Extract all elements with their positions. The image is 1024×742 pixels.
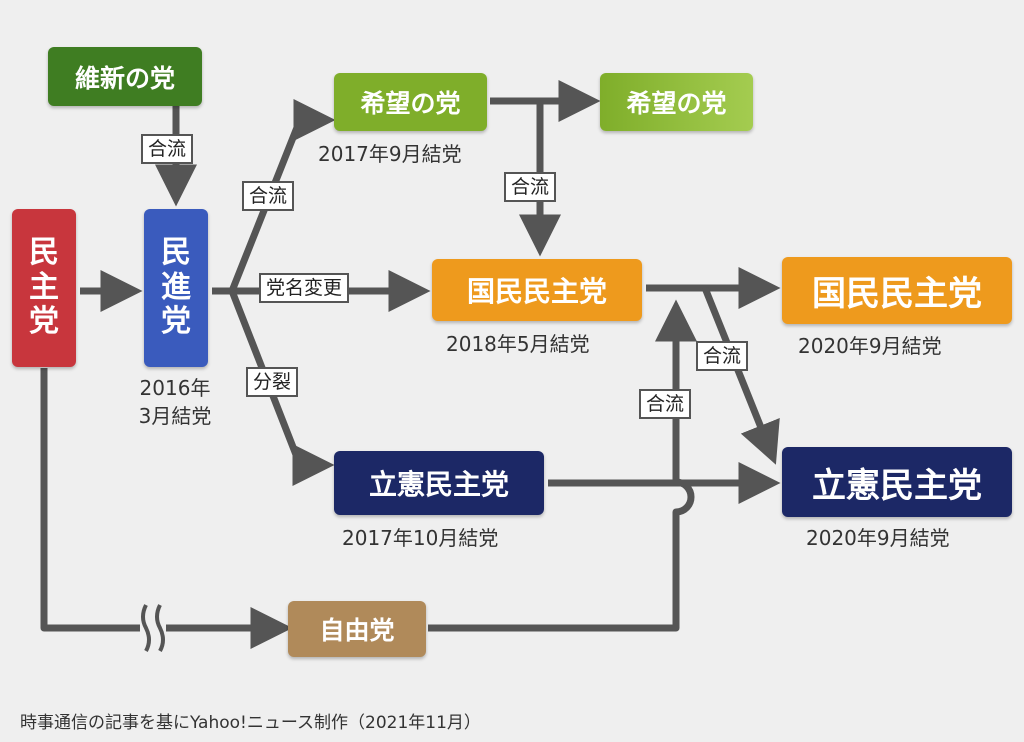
rikken-2017-founded-date: 2017年10月結党 (342, 526, 499, 550)
minshin-party-box: 民 進 党 (144, 209, 208, 367)
minshin-founded-year: 2016年 (139, 376, 211, 400)
minshu-char-3: 党 (29, 304, 59, 340)
kibo-2017-party-box: 希望の党 (334, 73, 487, 131)
minshin-founded-month: 3月結党 (138, 404, 212, 428)
minshin-char-3: 党 (161, 304, 191, 340)
arrow-kokumin-to-rikken (701, 286, 780, 465)
rikken-2020-party-box: 立憲民主党 (782, 447, 1012, 517)
to-kibo-merge-label: 合流 (242, 181, 295, 211)
source-credit: 時事通信の記事を基にYahoo!ニュース制作（2021年11月） (20, 713, 481, 733)
kibo-merge-label: 合流 (504, 172, 557, 202)
minshin-char-2: 進 (161, 269, 191, 305)
kokumin-2018-founded-date: 2018年5月結党 (446, 332, 590, 356)
rikken-2020-founded-date: 2020年9月結党 (806, 526, 950, 550)
arrow-minshu-to-jiyu (40, 368, 293, 649)
jiyu-merge-label: 合流 (639, 389, 692, 419)
ishin-party-box: 維新の党 (48, 47, 202, 106)
break-mark (140, 604, 166, 652)
kibo-new-party-box: 希望の党 (600, 73, 753, 131)
arrow-minshin-to-rikken (228, 289, 335, 486)
kokumin-2020-party-box: 国民民主党 (782, 257, 1012, 324)
minshu-party-box: 民 主 党 (12, 209, 76, 367)
minshu-char-2: 主 (29, 269, 59, 305)
minshu-char-1: 民 (29, 235, 59, 271)
split-label: 分裂 (246, 367, 299, 397)
kokumin-2020-founded-date: 2020年9月結党 (798, 334, 942, 358)
kokumin-2018-party-box: 国民民主党 (432, 259, 642, 321)
minshin-founded-date: 2016年 3月結党 (120, 374, 230, 430)
rename-label: 党名変更 (259, 273, 350, 303)
rikken-2017-party-box: 立憲民主党 (334, 451, 544, 515)
kibo-founded-date: 2017年9月結党 (318, 142, 462, 166)
ishin-merge-label: 合流 (141, 134, 194, 164)
to-rikken-merge-label: 合流 (696, 341, 749, 371)
jiyu-party-box: 自由党 (288, 601, 426, 657)
minshin-char-1: 民 (161, 235, 191, 271)
